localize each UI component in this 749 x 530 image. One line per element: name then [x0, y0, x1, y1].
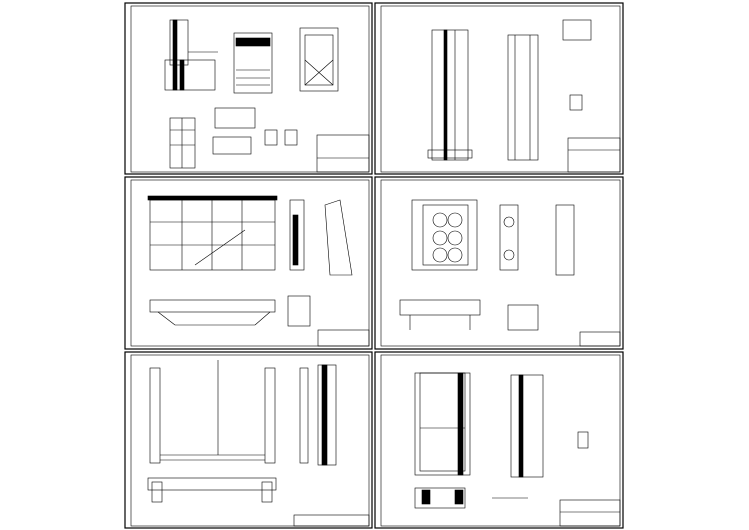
- sheet-3: [124, 176, 373, 350]
- title-block: [316, 134, 370, 173]
- sheet-5: [124, 351, 373, 529]
- sheet-1: [124, 2, 373, 175]
- sheet-6: [374, 351, 624, 529]
- section-1-1: [233, 32, 273, 94]
- detail-grid: [169, 117, 196, 169]
- sheet-2: [374, 2, 624, 175]
- hoist-elevation: [164, 19, 218, 91]
- section-2-2: [299, 27, 339, 92]
- sheet-4: [374, 176, 624, 350]
